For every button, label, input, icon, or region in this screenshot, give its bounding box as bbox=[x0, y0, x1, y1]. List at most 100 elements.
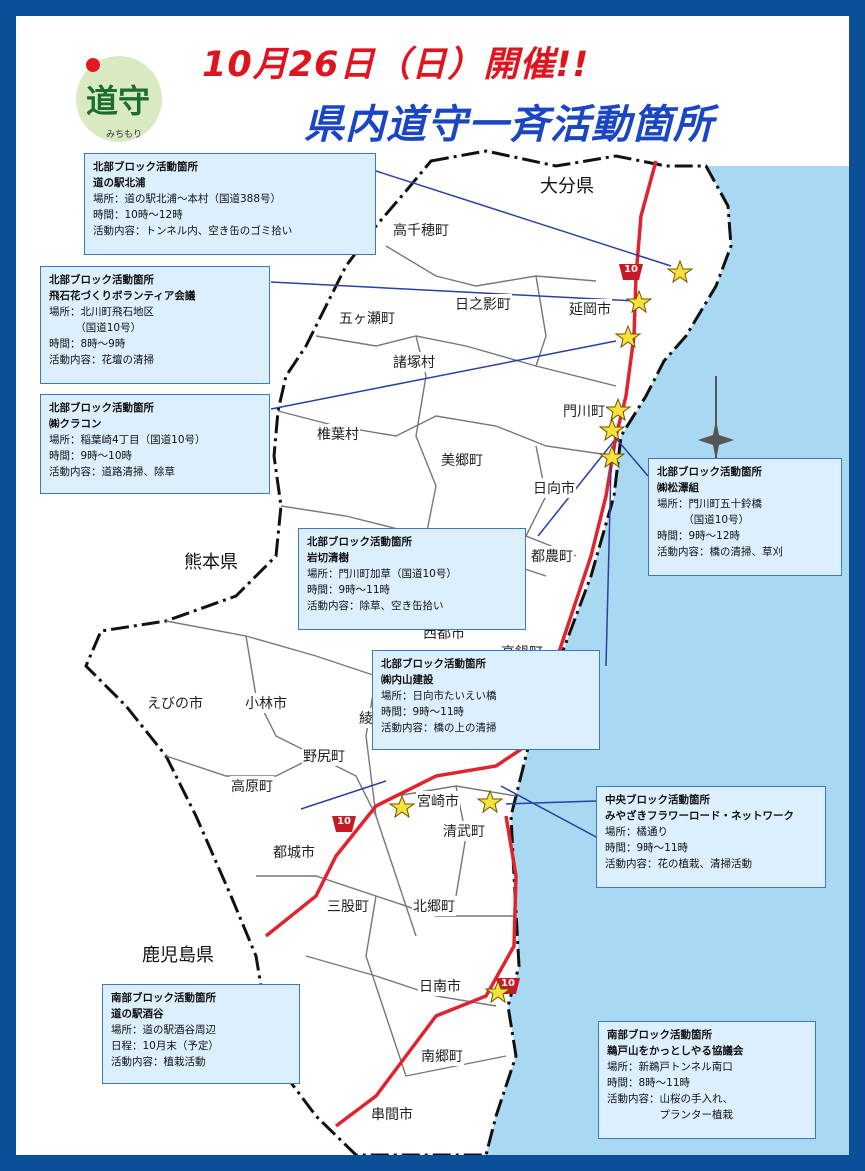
logo-text: 道守 bbox=[86, 82, 151, 120]
leader-lines bbox=[270, 170, 672, 839]
box-line: 場所：稲葉崎4丁目（国道10号） bbox=[49, 434, 206, 446]
activity-box-kuracon: 北部ブロック活動箇所 ㈱クラコン 場所：稲葉崎4丁目（国道10号） 時間：9時～… bbox=[40, 394, 270, 494]
star-icon bbox=[666, 259, 694, 284]
box-line: 活動内容：山桜の手入れ、 bbox=[607, 1093, 734, 1105]
town-label: 日向市 bbox=[532, 478, 576, 498]
star-icon bbox=[598, 444, 626, 469]
town-label: 椎葉村 bbox=[316, 424, 360, 444]
activity-box-tobiishi: 北部ブロック活動箇所 飛石花づくりボランティア会議 場所：北川町飛石地区 （国道… bbox=[40, 266, 270, 384]
town-label: 門川町 bbox=[562, 401, 606, 421]
town-label: 宮崎市 bbox=[416, 791, 460, 811]
route-number: 10 bbox=[624, 264, 638, 275]
activity-box-uchiyama: 北部ブロック活動箇所 ㈱内山建設 場所：日向市たいえい橋 時間：9時～11時 活… bbox=[372, 650, 600, 750]
star-icon bbox=[388, 794, 416, 819]
star-icon bbox=[604, 397, 632, 422]
box-line: 活動内容：除草、空き缶拾い bbox=[307, 600, 444, 612]
box-line: 活動内容：橋の上の清掃 bbox=[381, 722, 497, 734]
star-icon bbox=[476, 789, 504, 814]
activity-box-flower-road: 中央ブロック活動箇所 みやざきフラワーロード・ネットワーク 場所：橘通り 時間：… bbox=[596, 786, 826, 888]
box-line: 活動内容：植栽活動 bbox=[111, 1056, 206, 1068]
box-line: 時間：10時～12時 bbox=[93, 209, 183, 221]
box-block: 北部ブロック活動箇所 bbox=[49, 274, 154, 286]
box-line: （国道10号） bbox=[49, 322, 142, 334]
box-block: 中央ブロック活動箇所 bbox=[605, 794, 710, 806]
activity-box-iwakiri: 北部ブロック活動箇所 岩切清樹 場所：門川町加草（国道10号） 時間：9時～11… bbox=[298, 528, 526, 630]
box-line: 活動内容：花の植栽、清掃活動 bbox=[605, 858, 752, 870]
box-line: 場所：北川町飛石地区 bbox=[49, 306, 154, 318]
town-label: 都城市 bbox=[272, 842, 316, 862]
activity-box-udosan: 南部ブロック活動箇所 鵜戸山をかっとしやる協議会 場所：新鵜戸トンネル南口 時間… bbox=[598, 1021, 816, 1139]
box-line: 場所：新鵜戸トンネル南口 bbox=[607, 1061, 733, 1073]
pref-kumamoto: 熊本県 bbox=[184, 552, 238, 573]
town-label: 高原町 bbox=[230, 776, 274, 796]
town-label: 小林市 bbox=[244, 693, 288, 713]
box-line: 活動内容：橋の清掃、草刈 bbox=[657, 546, 783, 558]
star-icon bbox=[625, 289, 653, 314]
activity-stars bbox=[388, 259, 694, 1004]
box-block: 北部ブロック活動箇所 bbox=[49, 402, 154, 414]
box-line: 時間：9時～10時 bbox=[49, 450, 133, 462]
box-block: 南部ブロック活動箇所 bbox=[607, 1029, 712, 1041]
box-line: 時間：9時～11時 bbox=[307, 584, 391, 596]
box-name: ㈱クラコン bbox=[49, 418, 102, 430]
activity-box-sakatani: 南部ブロック活動箇所 道の駅酒谷 場所：道の駅酒谷周辺 日程：10月末（予定） … bbox=[102, 984, 300, 1084]
route-number: 10 bbox=[501, 978, 515, 989]
box-name: 道の駅北浦 bbox=[93, 177, 146, 189]
box-block: 北部ブロック活動箇所 bbox=[93, 161, 198, 173]
town-label: 美郷町 bbox=[440, 450, 484, 470]
activity-box-michinoeki-kitaura: 北部ブロック活動箇所 道の駅北浦 場所：道の駅北浦～本村（国道388号） 時間：… bbox=[84, 153, 376, 255]
event-date-title: 10月26日（日）開催!! bbox=[202, 45, 590, 85]
box-name: 飛石花づくりボランティア会議 bbox=[49, 290, 196, 302]
route-10 bbox=[264, 160, 658, 1128]
poster: 道守 みちもり 10月26日（日）開催!! 県内道守一斉活動箇所 大分県 熊本県… bbox=[16, 16, 849, 1155]
pref-kagoshima: 鹿児島県 bbox=[142, 945, 214, 966]
pref-oita: 大分県 bbox=[540, 176, 594, 197]
town-label: 野尻町 bbox=[302, 746, 346, 766]
box-line: 場所：道の駅酒谷周辺 bbox=[111, 1024, 216, 1036]
box-name: 鵜戸山をかっとしやる協議会 bbox=[607, 1045, 744, 1057]
box-line: 時間：8時～9時 bbox=[49, 338, 126, 350]
town-label: 諸塚村 bbox=[392, 352, 436, 372]
route-number: 10 bbox=[337, 816, 351, 827]
town-label: 都農町 bbox=[530, 546, 574, 566]
town-label: 三股町 bbox=[326, 896, 370, 916]
box-line: 時間：9時～12時 bbox=[657, 530, 741, 542]
page-title: 県内道守一斉活動箇所 bbox=[304, 102, 714, 148]
town-label: 日之影町 bbox=[454, 294, 512, 314]
box-name: ㈱内山建設 bbox=[381, 674, 434, 686]
town-label: 延岡市 bbox=[568, 299, 612, 319]
box-line: 活動内容：道路清掃、除草 bbox=[49, 466, 175, 478]
star-icon bbox=[598, 417, 626, 442]
town-label: 串間市 bbox=[370, 1104, 414, 1124]
town-label: 北郷町 bbox=[412, 896, 456, 916]
box-name: みやざきフラワーロード・ネットワーク bbox=[605, 810, 794, 822]
activity-box-matsuzawagumi: 北部ブロック活動箇所 ㈱松澤組 場所：門川町五十鈴橋 （国道10号） 時間：9時… bbox=[648, 458, 842, 576]
town-label: 高千穂町 bbox=[392, 220, 450, 240]
logo-dot bbox=[86, 58, 100, 72]
box-line: 場所：日向市たいえい橋 bbox=[381, 690, 497, 702]
box-block: 北部ブロック活動箇所 bbox=[381, 658, 486, 670]
box-line: （国道10号） bbox=[657, 514, 750, 526]
box-line: 活動内容：トンネル内、空き缶のゴミ拾い bbox=[93, 225, 293, 237]
box-name: 岩切清樹 bbox=[307, 552, 349, 564]
town-label: 南郷町 bbox=[420, 1046, 464, 1066]
town-label: 五ヶ瀬町 bbox=[338, 308, 396, 328]
sea bbox=[486, 166, 849, 1155]
box-line: 場所：門川町五十鈴橋 bbox=[657, 498, 762, 510]
town-label: 清武町 bbox=[442, 821, 486, 841]
box-line: 場所：門川町加草（国道10号） bbox=[307, 568, 457, 580]
box-line: 活動内容：花壇の清掃 bbox=[49, 354, 154, 366]
town-label: 日南市 bbox=[418, 976, 462, 996]
box-line: 場所：橘通り bbox=[605, 826, 668, 838]
box-line: 時間：8時～11時 bbox=[607, 1077, 691, 1089]
box-line: 時間：9時～11時 bbox=[605, 842, 689, 854]
box-line: 場所：道の駅北浦～本村（国道388号） bbox=[93, 193, 282, 205]
star-icon bbox=[484, 979, 512, 1004]
box-block: 南部ブロック活動箇所 bbox=[111, 992, 216, 1004]
town-label: えびの市 bbox=[146, 693, 204, 713]
star-icon bbox=[614, 324, 642, 349]
box-line: 時間：9時～11時 bbox=[381, 706, 465, 718]
box-line: プランター植栽 bbox=[607, 1109, 733, 1121]
logo-ruby: みちもり bbox=[106, 130, 143, 140]
route-shield-icon bbox=[332, 264, 643, 994]
